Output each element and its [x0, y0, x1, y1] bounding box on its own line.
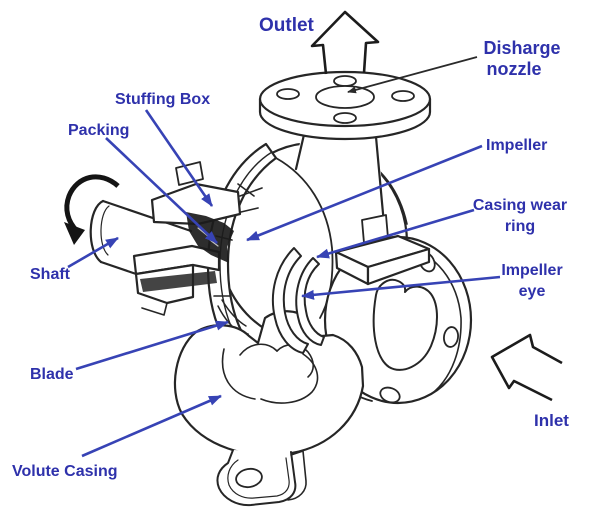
casing-bracket	[334, 214, 431, 286]
label-discharge-nozzle-line1: Disharge	[483, 38, 560, 58]
leader-discharge-nozzle	[347, 56, 478, 94]
leader-impeller	[246, 144, 483, 242]
label-casing-wear-ring-line1: Casing wear	[473, 197, 567, 214]
label-shaft: Shaft	[30, 266, 71, 283]
leader-impeller-eye	[301, 275, 501, 300]
suction-opening	[372, 278, 438, 371]
label-blade: Blade	[30, 366, 74, 383]
label-impeller-eye-line2: eye	[519, 283, 546, 300]
leader-casing-wear-ring	[316, 208, 475, 259]
shaft-rotation-arrow-icon	[64, 174, 120, 245]
label-casing-wear-ring-line2: ring	[505, 218, 535, 235]
label-inlet: Inlet	[534, 411, 569, 430]
label-impeller: Impeller	[486, 137, 547, 154]
outlet-flow-arrow-icon	[310, 10, 380, 75]
label-outlet: Outlet	[259, 15, 315, 36]
leader-volute-casing	[81, 394, 222, 458]
leader-packing	[105, 137, 218, 244]
leader-lines	[67, 56, 501, 458]
discharge-flange	[258, 70, 432, 141]
casing-wear-ring	[271, 247, 309, 354]
leader-stuffing-box	[144, 109, 214, 207]
label-stuffing-box: Stuffing Box	[115, 91, 210, 108]
label-impeller-eye-line1: Impeller	[501, 262, 562, 279]
inlet-flow-arrow-icon	[490, 333, 563, 402]
discharge-nozzle-opening	[315, 85, 375, 109]
flow-arrows	[64, 10, 563, 402]
labels: Outlet Disharge nozzle Stuffing Box Pack…	[12, 15, 569, 480]
pump-body-art	[89, 70, 473, 507]
label-packing: Packing	[68, 122, 129, 139]
label-volute-casing: Volute Casing	[12, 463, 118, 480]
mounting-foot	[216, 449, 307, 507]
label-discharge-nozzle-line2: nozzle	[486, 59, 541, 79]
leader-blade	[75, 320, 229, 371]
leader-shaft	[67, 236, 119, 269]
